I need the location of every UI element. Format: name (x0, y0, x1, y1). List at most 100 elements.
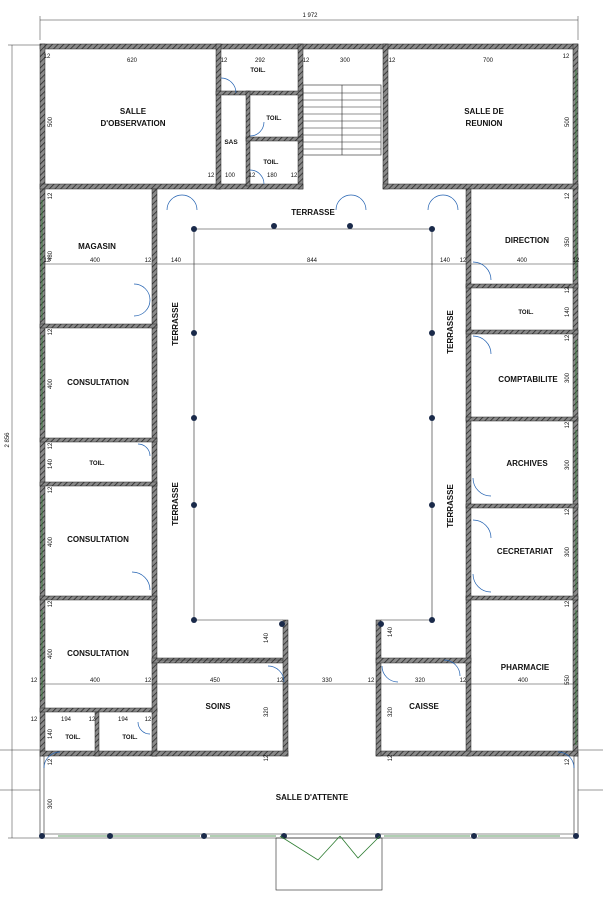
label-terrasse-right-2: TERRASSE (446, 484, 455, 528)
label-comptabilite: COMPTABILITE (498, 375, 558, 384)
dim-label: 500 (565, 116, 571, 127)
dim-label: 12 (460, 258, 467, 264)
dim-label: 12 (460, 678, 467, 684)
overall-width-label: 1 972 (302, 13, 318, 19)
label-terrasse-right-1: TERRASSE (446, 310, 455, 354)
courtyard-outline (40, 228, 578, 685)
doors (43, 77, 575, 769)
label-terrasse-top: TERRASSE (291, 208, 335, 217)
dim-label: 350 (565, 236, 571, 247)
dim-label: 500 (48, 116, 54, 127)
dim-label: 194 (118, 717, 129, 723)
dim-label: 400 (48, 648, 54, 659)
dim-label: 12 (565, 758, 571, 765)
dim-label: 450 (210, 678, 221, 684)
dim-label: 12 (388, 754, 394, 761)
dim-label: 140 (264, 632, 270, 643)
staircase (302, 84, 382, 156)
dim-label: 194 (61, 717, 72, 723)
dim-label: 12 (48, 192, 54, 199)
label-sas: SAS (224, 139, 238, 146)
label-soins: SOINS (206, 702, 232, 711)
label-toil-left: TOIL. (89, 461, 105, 467)
dim-label: 12 (48, 442, 54, 449)
label-toil-right: TOIL. (518, 310, 534, 316)
dim-label: 400 (517, 258, 528, 264)
dim-label: 300 (48, 798, 54, 809)
dim-label: 12 (565, 334, 571, 341)
dim-label: 140 (388, 626, 394, 637)
dim-label: 12 (277, 678, 284, 684)
dim-label: 400 (90, 678, 101, 684)
dim-label: 12 (145, 678, 152, 684)
dim-label: 300 (340, 58, 351, 64)
dim-label: 844 (307, 258, 318, 264)
label-terrasse-left-1: TERRASSE (171, 302, 180, 346)
dim-label: 12 (145, 717, 152, 723)
dim-label: 12 (565, 421, 571, 428)
dim-label: 400 (518, 678, 529, 684)
dim-label: 12 (264, 754, 270, 761)
label-toil-mid: TOIL. (266, 116, 282, 122)
dim-label: 140 (171, 258, 182, 264)
dim-label: 12 (89, 717, 96, 723)
overall-height-label: 2 856 (5, 432, 11, 448)
entrance-porch (275, 835, 383, 891)
dim-label: 12 (221, 58, 228, 64)
label-salle-observation-2: D'OBSERVATION (100, 119, 165, 128)
dim-label: 320 (388, 706, 394, 717)
dim-label: 320 (264, 706, 270, 717)
dim-label: 12 (44, 258, 51, 264)
dim-label: 100 (225, 173, 236, 179)
label-consultation-1: CONSULTATION (67, 378, 129, 387)
dim-label: 12 (48, 486, 54, 493)
dim-label: 400 (90, 258, 101, 264)
dim-label: 300 (565, 459, 571, 470)
dim-label: 12 (208, 173, 215, 179)
dim-label: 400 (48, 378, 54, 389)
dim-label: 320 (415, 678, 426, 684)
label-caisse: CAISSE (409, 702, 439, 711)
label-magasin: MAGASIN (78, 242, 116, 251)
dim-label: 292 (255, 58, 266, 64)
dim-label: 12 (303, 58, 310, 64)
label-consultation-2: CONSULTATION (67, 535, 129, 544)
dim-label: 12 (563, 54, 570, 60)
label-toil-top: TOIL. (250, 68, 266, 74)
dim-label: 12 (565, 508, 571, 515)
dim-label: 12 (368, 678, 375, 684)
columns (39, 223, 579, 839)
dim-label: 12 (44, 54, 51, 60)
dim-label: 12 (48, 758, 54, 765)
dim-label: 12 (565, 192, 571, 199)
dim-label: 12 (573, 258, 580, 264)
dim-label: 12 (565, 286, 571, 293)
label-pharmacie: PHARMACIE (501, 663, 550, 672)
dimension-labels: 12 620 12 292 12 300 12 700 12 500 500 1… (31, 54, 580, 809)
right-wing-walls (375, 188, 579, 757)
label-direction: DIRECTION (505, 236, 549, 245)
dim-label: 400 (48, 536, 54, 547)
label-toil-bl2: TOIL. (122, 735, 138, 741)
dim-label: 12 (145, 258, 152, 264)
label-salle-reunion-2: REUNION (466, 119, 503, 128)
dim-label: 12 (48, 328, 54, 335)
dim-label: 12 (31, 678, 38, 684)
dim-label: 330 (322, 678, 333, 684)
dim-label: 300 (565, 546, 571, 557)
dim-label: 12 (389, 58, 396, 64)
label-cecretariat: CECRETARIAT (497, 547, 553, 556)
dim-label: 140 (48, 458, 54, 469)
dim-label: 140 (440, 258, 451, 264)
label-terrasse-left-2: TERRASSE (171, 482, 180, 526)
dim-label: 140 (565, 306, 571, 317)
dim-label: 12 (31, 717, 38, 723)
dim-label: 620 (127, 58, 138, 64)
windows (41, 70, 577, 745)
label-salle-observation-1: SALLE (120, 107, 147, 116)
dim-label: 12 (48, 600, 54, 607)
label-salle-attente: SALLE D'ATTENTE (276, 793, 349, 802)
dim-label: 700 (483, 58, 494, 64)
dim-label: 12 (291, 173, 298, 179)
